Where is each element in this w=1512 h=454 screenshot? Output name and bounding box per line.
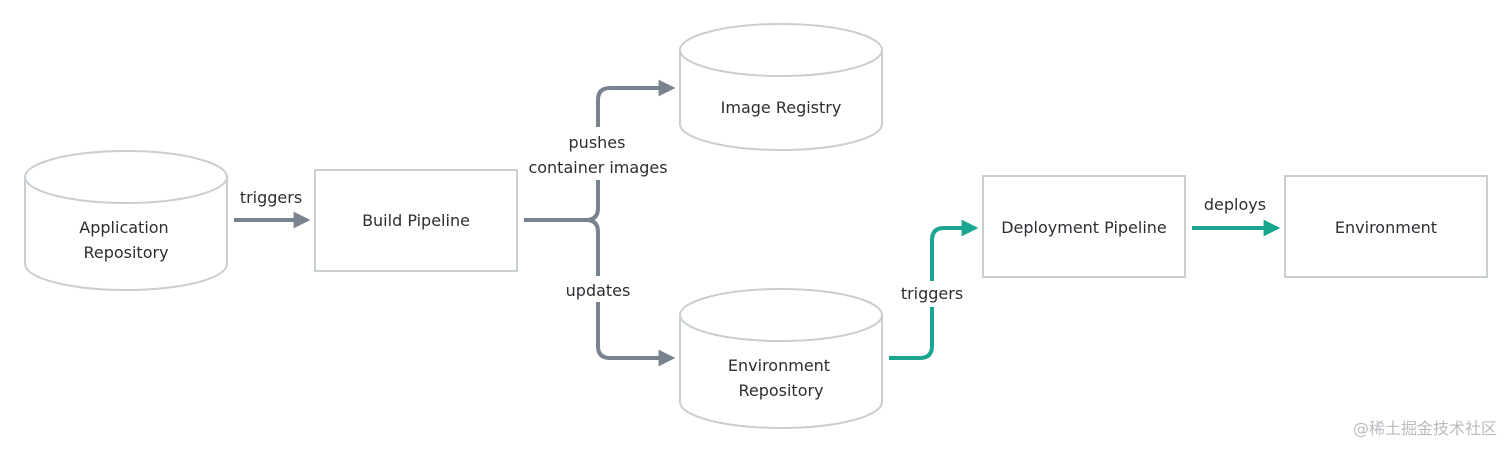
deployment-pipeline-node[interactable]: Deployment Pipeline bbox=[982, 175, 1186, 278]
environment-repository-cylinder-body bbox=[679, 315, 883, 429]
application-repository-label-line1: Application bbox=[79, 218, 168, 237]
edge-build-to-registry-line bbox=[524, 88, 672, 222]
environment-node[interactable]: Environment bbox=[1284, 175, 1488, 278]
build-pipeline-box bbox=[314, 169, 518, 272]
edge-app-to-build-label: triggers bbox=[240, 188, 302, 207]
build-pipeline-node[interactable]: Build Pipeline bbox=[314, 169, 518, 272]
edge-deploy-to-env: deploys bbox=[1192, 195, 1281, 237]
environment-repository-label-line2: Repository bbox=[738, 381, 823, 400]
edge-build-to-env-repo-line bbox=[585, 218, 672, 358]
edge-env-repo-to-deploy: triggers bbox=[889, 228, 975, 360]
deployment-pipeline-label: Deployment Pipeline bbox=[1001, 218, 1167, 237]
build-pipeline-label: Build Pipeline bbox=[362, 211, 470, 230]
edge-app-to-build: triggers bbox=[234, 188, 311, 229]
edge-build-to-env-repo: updates bbox=[566, 218, 672, 358]
image-registry-cylinder-top bbox=[679, 23, 883, 77]
image-registry-label: Image Registry bbox=[721, 98, 842, 117]
edge-deploy-to-env-label: deploys bbox=[1204, 195, 1266, 214]
environment-box bbox=[1284, 175, 1488, 278]
environment-repository-node[interactable]: Environment Repository bbox=[679, 288, 883, 429]
application-repository-label-line2: Repository bbox=[83, 243, 168, 262]
edge-env-repo-to-deploy-line bbox=[889, 228, 975, 360]
edge-build-to-registry-label-line1: pushes bbox=[569, 133, 626, 152]
watermark-text: @稀土掘金技术社区 bbox=[1353, 419, 1497, 438]
environment-repository-label-line1: Environment bbox=[728, 356, 830, 375]
environment-label: Environment bbox=[1335, 218, 1437, 237]
image-registry-cylinder-body bbox=[679, 50, 883, 151]
edge-build-to-env-repo-label: updates bbox=[566, 281, 631, 300]
application-repository-cylinder-body bbox=[24, 177, 228, 291]
environment-repository-cylinder-top bbox=[679, 288, 883, 342]
image-registry-node[interactable]: Image Registry bbox=[679, 23, 883, 151]
deployment-pipeline-box bbox=[982, 175, 1186, 278]
edge-build-to-registry: pushes container images bbox=[524, 88, 672, 222]
application-repository-cylinder-top bbox=[24, 150, 228, 204]
edge-build-to-registry-label-line2: container images bbox=[528, 158, 667, 177]
application-repository-node[interactable]: Application Repository bbox=[24, 150, 228, 291]
edge-env-repo-to-deploy-label: triggers bbox=[901, 284, 963, 303]
